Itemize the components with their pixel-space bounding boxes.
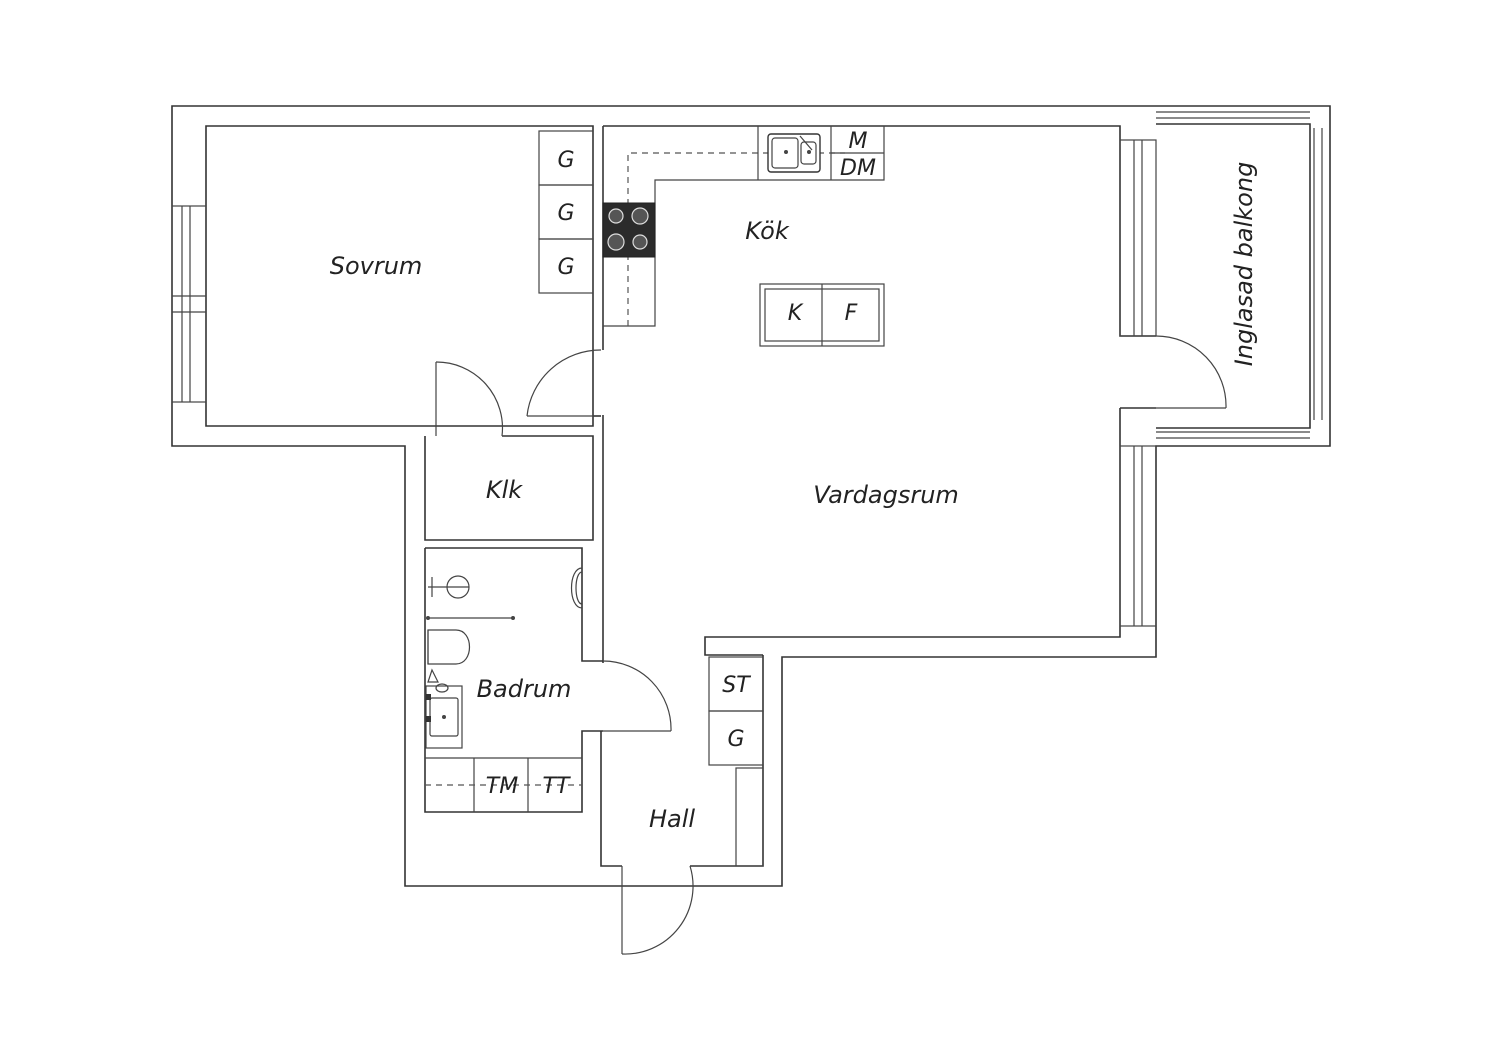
room-label-badrum: Badrum — [477, 675, 572, 703]
laundry-counter — [425, 757, 582, 812]
stove-icon — [602, 202, 656, 258]
bathroom-fixtures — [425, 567, 583, 812]
room-label-vardagsrum: Vardagsrum — [813, 481, 959, 509]
door-badrum — [602, 660, 672, 732]
room-labels: Sovrum Kök Inglasad balkong Klk Vardagsr… — [330, 162, 1258, 833]
hall-wardrobe-label: G — [727, 727, 744, 752]
room-label-klk: Klk — [486, 476, 523, 504]
outer-walls — [171, 105, 1331, 887]
washer-label: TM — [486, 774, 518, 799]
toilet-icon — [427, 629, 470, 665]
window-sovrum — [171, 205, 207, 403]
windows — [171, 111, 1323, 627]
room-label-hall: Hall — [649, 805, 695, 833]
freezer-label: F — [845, 301, 858, 326]
doors — [435, 335, 1227, 955]
shower-icon — [426, 575, 515, 620]
dishwasher-label: DM — [840, 156, 876, 181]
wardrobe-label-1: G — [557, 148, 574, 173]
kitchen-sink-icon — [767, 133, 821, 173]
room-label-inglasad-balkong: Inglasad balkong — [1230, 162, 1258, 367]
storage-label: ST — [722, 673, 751, 698]
fridge-label: K — [788, 301, 804, 326]
appliance-labels: G G G M DM K F ST G TM TT — [486, 129, 876, 799]
room-label-kok: Kök — [745, 217, 790, 245]
room-label-sovrum: Sovrum — [330, 252, 423, 280]
dryer-label: TT — [543, 774, 571, 799]
door-balkong — [1155, 335, 1227, 409]
window-vardagsrum — [1119, 445, 1157, 627]
hall-storage — [708, 656, 764, 867]
door-entrance — [621, 865, 694, 955]
door-klk — [435, 361, 504, 437]
towel-radiator-icon — [571, 567, 583, 609]
window-kok — [1119, 139, 1157, 337]
wardrobe-label-3: G — [557, 255, 574, 280]
wardrobe-label-2: G — [557, 201, 574, 226]
washbasin-icon — [425, 668, 463, 749]
microwave-label: M — [849, 129, 868, 154]
balcony-glazing — [1156, 111, 1323, 439]
door-sovrum — [526, 349, 602, 417]
fridge-freezer — [759, 283, 885, 347]
sovrum-wardrobes — [538, 130, 594, 294]
